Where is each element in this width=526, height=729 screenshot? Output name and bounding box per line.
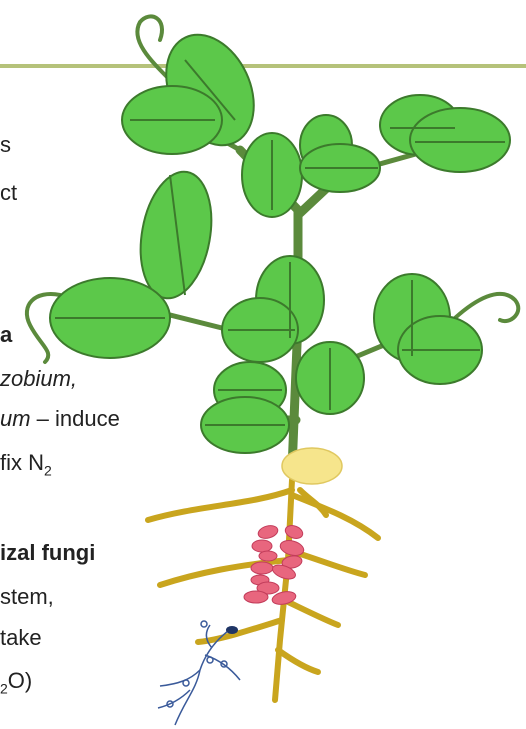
- hypha-spores: [167, 621, 227, 707]
- leaves: [50, 21, 510, 453]
- seed: [282, 448, 342, 484]
- text-fragment-s: s: [0, 132, 11, 158]
- root-nodules: [244, 523, 305, 606]
- text-fragment-o: O): [8, 668, 32, 693]
- text-line-induce: um – induce: [0, 406, 120, 432]
- hypha-attachment: [226, 626, 238, 634]
- text-fragment-ct: ct: [0, 180, 17, 206]
- text-fragment-um: um: [0, 406, 31, 431]
- text-fragment-fix-sub: 2: [44, 462, 52, 478]
- text-fragment-stem: stem,: [0, 584, 54, 610]
- text-fragment-take: take: [0, 625, 42, 651]
- text-fragment-a: a: [0, 322, 12, 348]
- text-fragment-zobium: zobium,: [0, 366, 77, 392]
- text-fragment-o-sub: 2: [0, 680, 8, 696]
- text-fragment-fix: fix N: [0, 450, 44, 475]
- text-fragment-fungi: izal fungi: [0, 540, 95, 566]
- text-line-o: 2O): [0, 668, 32, 696]
- text-fragment-induce: – induce: [31, 406, 120, 431]
- text-line-fix: fix N2: [0, 450, 52, 478]
